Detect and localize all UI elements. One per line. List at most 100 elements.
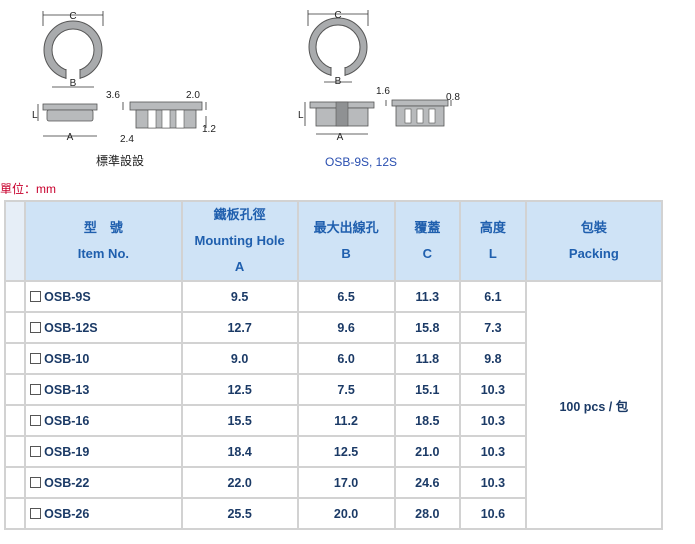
- item-cell: OSB-9S: [26, 282, 181, 311]
- cell-l: 10.3: [461, 437, 525, 466]
- unit-label: 單位：mm: [0, 182, 56, 196]
- header-spacer: [6, 202, 25, 280]
- header-c-en: C: [422, 246, 433, 261]
- dim-c-label: C: [69, 11, 76, 22]
- dim-1-2-label: 1.2: [202, 124, 216, 135]
- dim-b-label: B: [70, 78, 77, 89]
- header-packing: 包裝 Packing: [526, 202, 661, 280]
- cell-b: 7.5: [298, 375, 394, 404]
- cell-c: 24.6: [395, 468, 460, 497]
- header-b-en: B: [341, 246, 351, 261]
- header-l-zh: 高度: [479, 220, 506, 235]
- item-checkbox[interactable]: [30, 445, 42, 457]
- dim-a-label: A: [67, 132, 74, 143]
- cell-l: 7.3: [461, 313, 525, 342]
- cell-a: 25.5: [182, 499, 297, 528]
- header-l-en: L: [488, 246, 497, 261]
- header-item-no-zh: 型 號: [83, 220, 123, 235]
- row-spacer: [6, 282, 25, 311]
- row-spacer: [6, 375, 25, 404]
- packing-cell: 100 pcs / 包: [526, 282, 661, 528]
- header-b: 最大出線孔 B: [298, 202, 394, 280]
- dim-2-4-label: 2.4: [120, 134, 134, 145]
- item-no: OSB-19: [44, 444, 90, 459]
- cell-c: 15.8: [395, 313, 460, 342]
- item-checkbox[interactable]: [30, 414, 42, 426]
- dim-a-label: A: [337, 132, 344, 143]
- cell-a: 12.5: [182, 375, 297, 404]
- dim-b-label: B: [335, 76, 342, 87]
- row-spacer: [6, 406, 25, 435]
- cell-b: 17.0: [298, 468, 394, 497]
- item-cell: OSB-10: [26, 344, 181, 373]
- item-no: OSB-12S: [44, 320, 98, 335]
- cell-b: 6.5: [298, 282, 394, 311]
- item-no: OSB-26: [44, 506, 90, 521]
- item-cell: OSB-16: [26, 406, 181, 435]
- header-c-zh: 覆蓋: [414, 220, 441, 235]
- item-no: OSB-22: [44, 475, 90, 490]
- cell-l: 6.1: [461, 282, 525, 311]
- cell-a: 9.5: [182, 282, 297, 311]
- diagram-standard: C B L A 3.6 2.4 2.0 1.2: [30, 6, 230, 151]
- item-checkbox[interactable]: [30, 383, 42, 395]
- cell-l: 10.3: [461, 468, 525, 497]
- cell-a: 15.5: [182, 406, 297, 435]
- cell-b: 9.6: [298, 313, 394, 342]
- cell-a: 22.0: [182, 468, 297, 497]
- header-mounting-hole-zh: 鐵板孔徑: [213, 207, 266, 222]
- cell-c: 15.1: [395, 375, 460, 404]
- cell-b: 12.5: [298, 437, 394, 466]
- cell-l: 9.8: [461, 344, 525, 373]
- header-mounting-hole-sub: A: [234, 259, 245, 274]
- header-packing-zh: 包裝: [580, 220, 607, 235]
- cell-c: 21.0: [395, 437, 460, 466]
- item-cell: OSB-26: [26, 499, 181, 528]
- dim-l-label: L: [32, 110, 38, 121]
- item-no: OSB-9S: [44, 289, 91, 304]
- header-mounting-hole-en: Mounting Hole: [194, 233, 285, 248]
- cell-c: 18.5: [395, 406, 460, 435]
- item-cell: OSB-12S: [26, 313, 181, 342]
- row-spacer: [6, 437, 25, 466]
- standard-bushing-drawing: C B L A 3.6 2.4 2.0 1.2: [32, 11, 216, 145]
- row-spacer: [6, 468, 25, 497]
- dim-3-6-label: 3.6: [106, 90, 120, 101]
- item-no: OSB-10: [44, 351, 90, 366]
- dim-l-label: L: [298, 110, 304, 121]
- table-header-row: 型 號 Item No. 鐵板孔徑 Mounting Hole A 最大出線孔 …: [6, 202, 661, 280]
- item-cell: OSB-13: [26, 375, 181, 404]
- header-item-no: 型 號 Item No.: [26, 202, 181, 280]
- item-no: OSB-16: [44, 413, 90, 428]
- item-checkbox[interactable]: [30, 476, 42, 488]
- item-cell: OSB-22: [26, 468, 181, 497]
- header-c: 覆蓋 C: [395, 202, 460, 280]
- item-checkbox[interactable]: [30, 321, 42, 333]
- cell-b: 20.0: [298, 499, 394, 528]
- cell-b: 11.2: [298, 406, 394, 435]
- cell-b: 6.0: [298, 344, 394, 373]
- cell-c: 28.0: [395, 499, 460, 528]
- standard-caption: 標準設設: [96, 154, 145, 168]
- row-spacer: [6, 344, 25, 373]
- item-checkbox[interactable]: [30, 290, 42, 302]
- header-mounting-hole: 鐵板孔徑 Mounting Hole A: [182, 202, 297, 280]
- cell-a: 18.4: [182, 437, 297, 466]
- item-checkbox[interactable]: [30, 352, 42, 364]
- osb-9s-12s-caption: OSB-9S, 12S: [325, 155, 398, 169]
- small-bushing-drawing: C B L A 1.6 0.8: [298, 10, 460, 143]
- header-l: 高度 L: [461, 202, 525, 280]
- row-spacer: [6, 499, 25, 528]
- cell-l: 10.6: [461, 499, 525, 528]
- item-checkbox[interactable]: [30, 507, 42, 519]
- cell-c: 11.8: [395, 344, 460, 373]
- spec-table: 型 號 Item No. 鐵板孔徑 Mounting Hole A 最大出線孔 …: [4, 200, 663, 530]
- cell-a: 12.7: [182, 313, 297, 342]
